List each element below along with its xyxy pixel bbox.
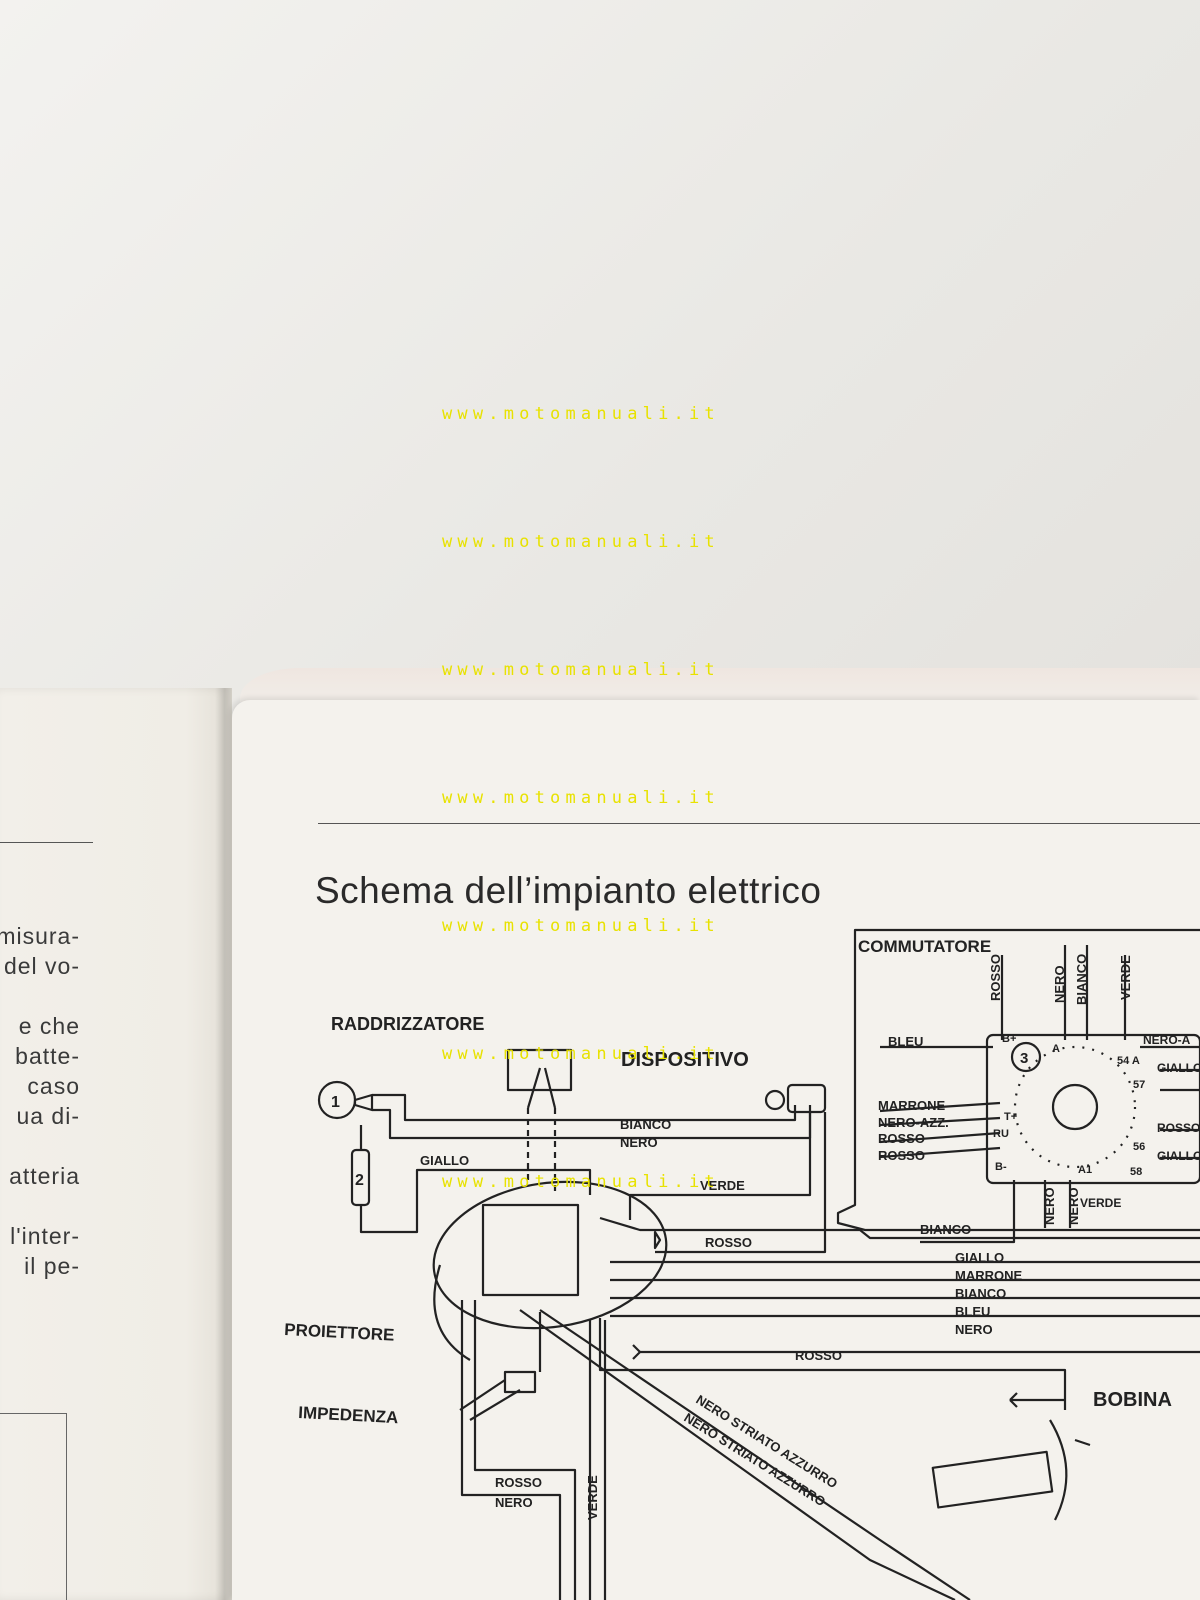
terminal-b-plus: B+ (1002, 1033, 1016, 1045)
watermark: www.motomanuali.it (442, 660, 720, 680)
commutatore-frame (836, 928, 1200, 1232)
wire-marrone: MARRONE (955, 1268, 1022, 1283)
wire-marrone-2: MARRONE (878, 1098, 945, 1113)
desk-background (0, 0, 1200, 720)
wire-bianco-3: BIANCO (955, 1286, 1006, 1301)
wire-nero-a: NERO-A (1143, 1033, 1191, 1047)
left-page: misura- del vo- e che batte- caso ua di-… (0, 688, 232, 1600)
wire-giallo-r: GIALLO (1157, 1061, 1200, 1075)
proiettore-connector (481, 1203, 580, 1297)
terminal-b-minus: B- (995, 1161, 1007, 1173)
wire-rosso-4: ROSSO (878, 1148, 925, 1163)
dispositivo-body (786, 1083, 827, 1114)
page-title: Schema dell’impianto elettrico (315, 870, 822, 911)
label-impedenza: IMPEDENZA (298, 1403, 399, 1427)
wire-giallo-r2: GIALLO (1157, 1149, 1200, 1163)
label-num-3: 3 (1020, 1050, 1028, 1067)
left-text-line: batte- (15, 1043, 80, 1069)
label-raddrizzatore: RADDRIZZATORE (331, 1014, 484, 1034)
wire-rosso-5: ROSSO (495, 1475, 542, 1490)
left-text-line: il pe- (24, 1253, 80, 1279)
wire-giallo: GIALLO (420, 1153, 469, 1168)
wire-nero-azz: NERO-AZZ. (878, 1115, 949, 1130)
left-text-line: l'inter- (10, 1223, 80, 1249)
wire-verde: VERDE (700, 1178, 745, 1193)
watermark: www.motomanuali.it (442, 1172, 720, 1192)
watermark: www.motomanuali.it (442, 1044, 720, 1064)
left-page-box (0, 1413, 67, 1600)
left-text-line: del vo- (3, 953, 80, 979)
left-text-line: ua di- (16, 1103, 80, 1129)
terminal-56: 56 (1133, 1141, 1145, 1153)
wire-nero-3: NERO (495, 1495, 533, 1510)
label-bobina: BOBINA (1093, 1389, 1172, 1411)
left-text-line: e che (18, 1013, 80, 1039)
terminal-ru: RU (993, 1128, 1009, 1140)
raddrizzatore-body (506, 1048, 573, 1092)
left-text-line: atteria (9, 1163, 80, 1189)
wire-bianco-2: BIANCO (920, 1222, 971, 1237)
terminal-t-plus: T+ (1004, 1111, 1017, 1123)
wire-nero-2: NERO (955, 1322, 993, 1337)
wire-giallo-2: GIALLO (955, 1250, 1004, 1265)
wire-nero-vert: NERO (1052, 965, 1067, 1003)
watermark: www.motomanuali.it (442, 532, 720, 552)
watermark: www.motomanuali.it (442, 404, 720, 424)
book-binding (215, 688, 231, 1600)
proiettore-outline (432, 1180, 668, 1330)
terminal-a1: A1 (1078, 1164, 1092, 1176)
label-num-2: 2 (355, 1172, 364, 1189)
wire-bleu-2: BLEU (888, 1034, 923, 1049)
left-text-line: misura- (0, 923, 80, 949)
wire-rosso-vert: ROSSO (988, 954, 1003, 1001)
wire-verde-vert-2: VERDE (585, 1475, 600, 1520)
wire-verde-vert: VERDE (1118, 955, 1133, 1000)
commutatore-switch-body (985, 1033, 1200, 1185)
wire-verde-2: VERDE (1080, 1196, 1121, 1210)
page-edge (240, 668, 1200, 702)
impedenza-body (503, 1370, 537, 1394)
left-page-rule (0, 842, 93, 843)
wire-rosso-3: ROSSO (878, 1131, 925, 1146)
top-rule (318, 823, 1200, 824)
terminal-57: 57 (1133, 1079, 1145, 1091)
terminal-54a: 54 A (1117, 1055, 1140, 1067)
bobina-body (931, 1450, 1054, 1509)
terminal-a: A (1052, 1043, 1060, 1055)
wiring-diagram: COMMUTATORE RADDRIZZATORE DISPOSITIVO PR… (284, 928, 1200, 1600)
wire-bleu: BLEU (955, 1304, 990, 1319)
wire-rosso-2: ROSSO (795, 1348, 842, 1363)
commutatore-terminal-3 (1010, 1041, 1042, 1073)
wire-rosso-r: ROSSO (1157, 1121, 1200, 1135)
wire-rosso: ROSSO (705, 1235, 752, 1250)
dispositivo-lamp (764, 1089, 786, 1111)
watermark: www.motomanuali.it (442, 916, 720, 936)
wire-bianco-vert: BIANCO (1074, 954, 1089, 1005)
label-proiettore: PROIETTORE (284, 1320, 395, 1345)
label-dispositivo: DISPOSITIVO (621, 1049, 749, 1071)
commutatore-contacts (1013, 1045, 1137, 1169)
commutatore-rotor (1051, 1083, 1099, 1131)
label-commutatore: COMMUTATORE (858, 937, 991, 956)
wire-nero: NERO (620, 1135, 658, 1150)
wire-nero-vert-3: NERO (1066, 1187, 1081, 1225)
left-text-line: caso (27, 1073, 80, 1099)
wire-nero-vert-2: NERO (1042, 1187, 1057, 1225)
watermark: www.motomanuali.it (442, 788, 720, 808)
wire-bianco: BIANCO (620, 1117, 671, 1132)
terminal-58: 58 (1130, 1166, 1142, 1178)
label-num-1: 1 (331, 1094, 340, 1111)
